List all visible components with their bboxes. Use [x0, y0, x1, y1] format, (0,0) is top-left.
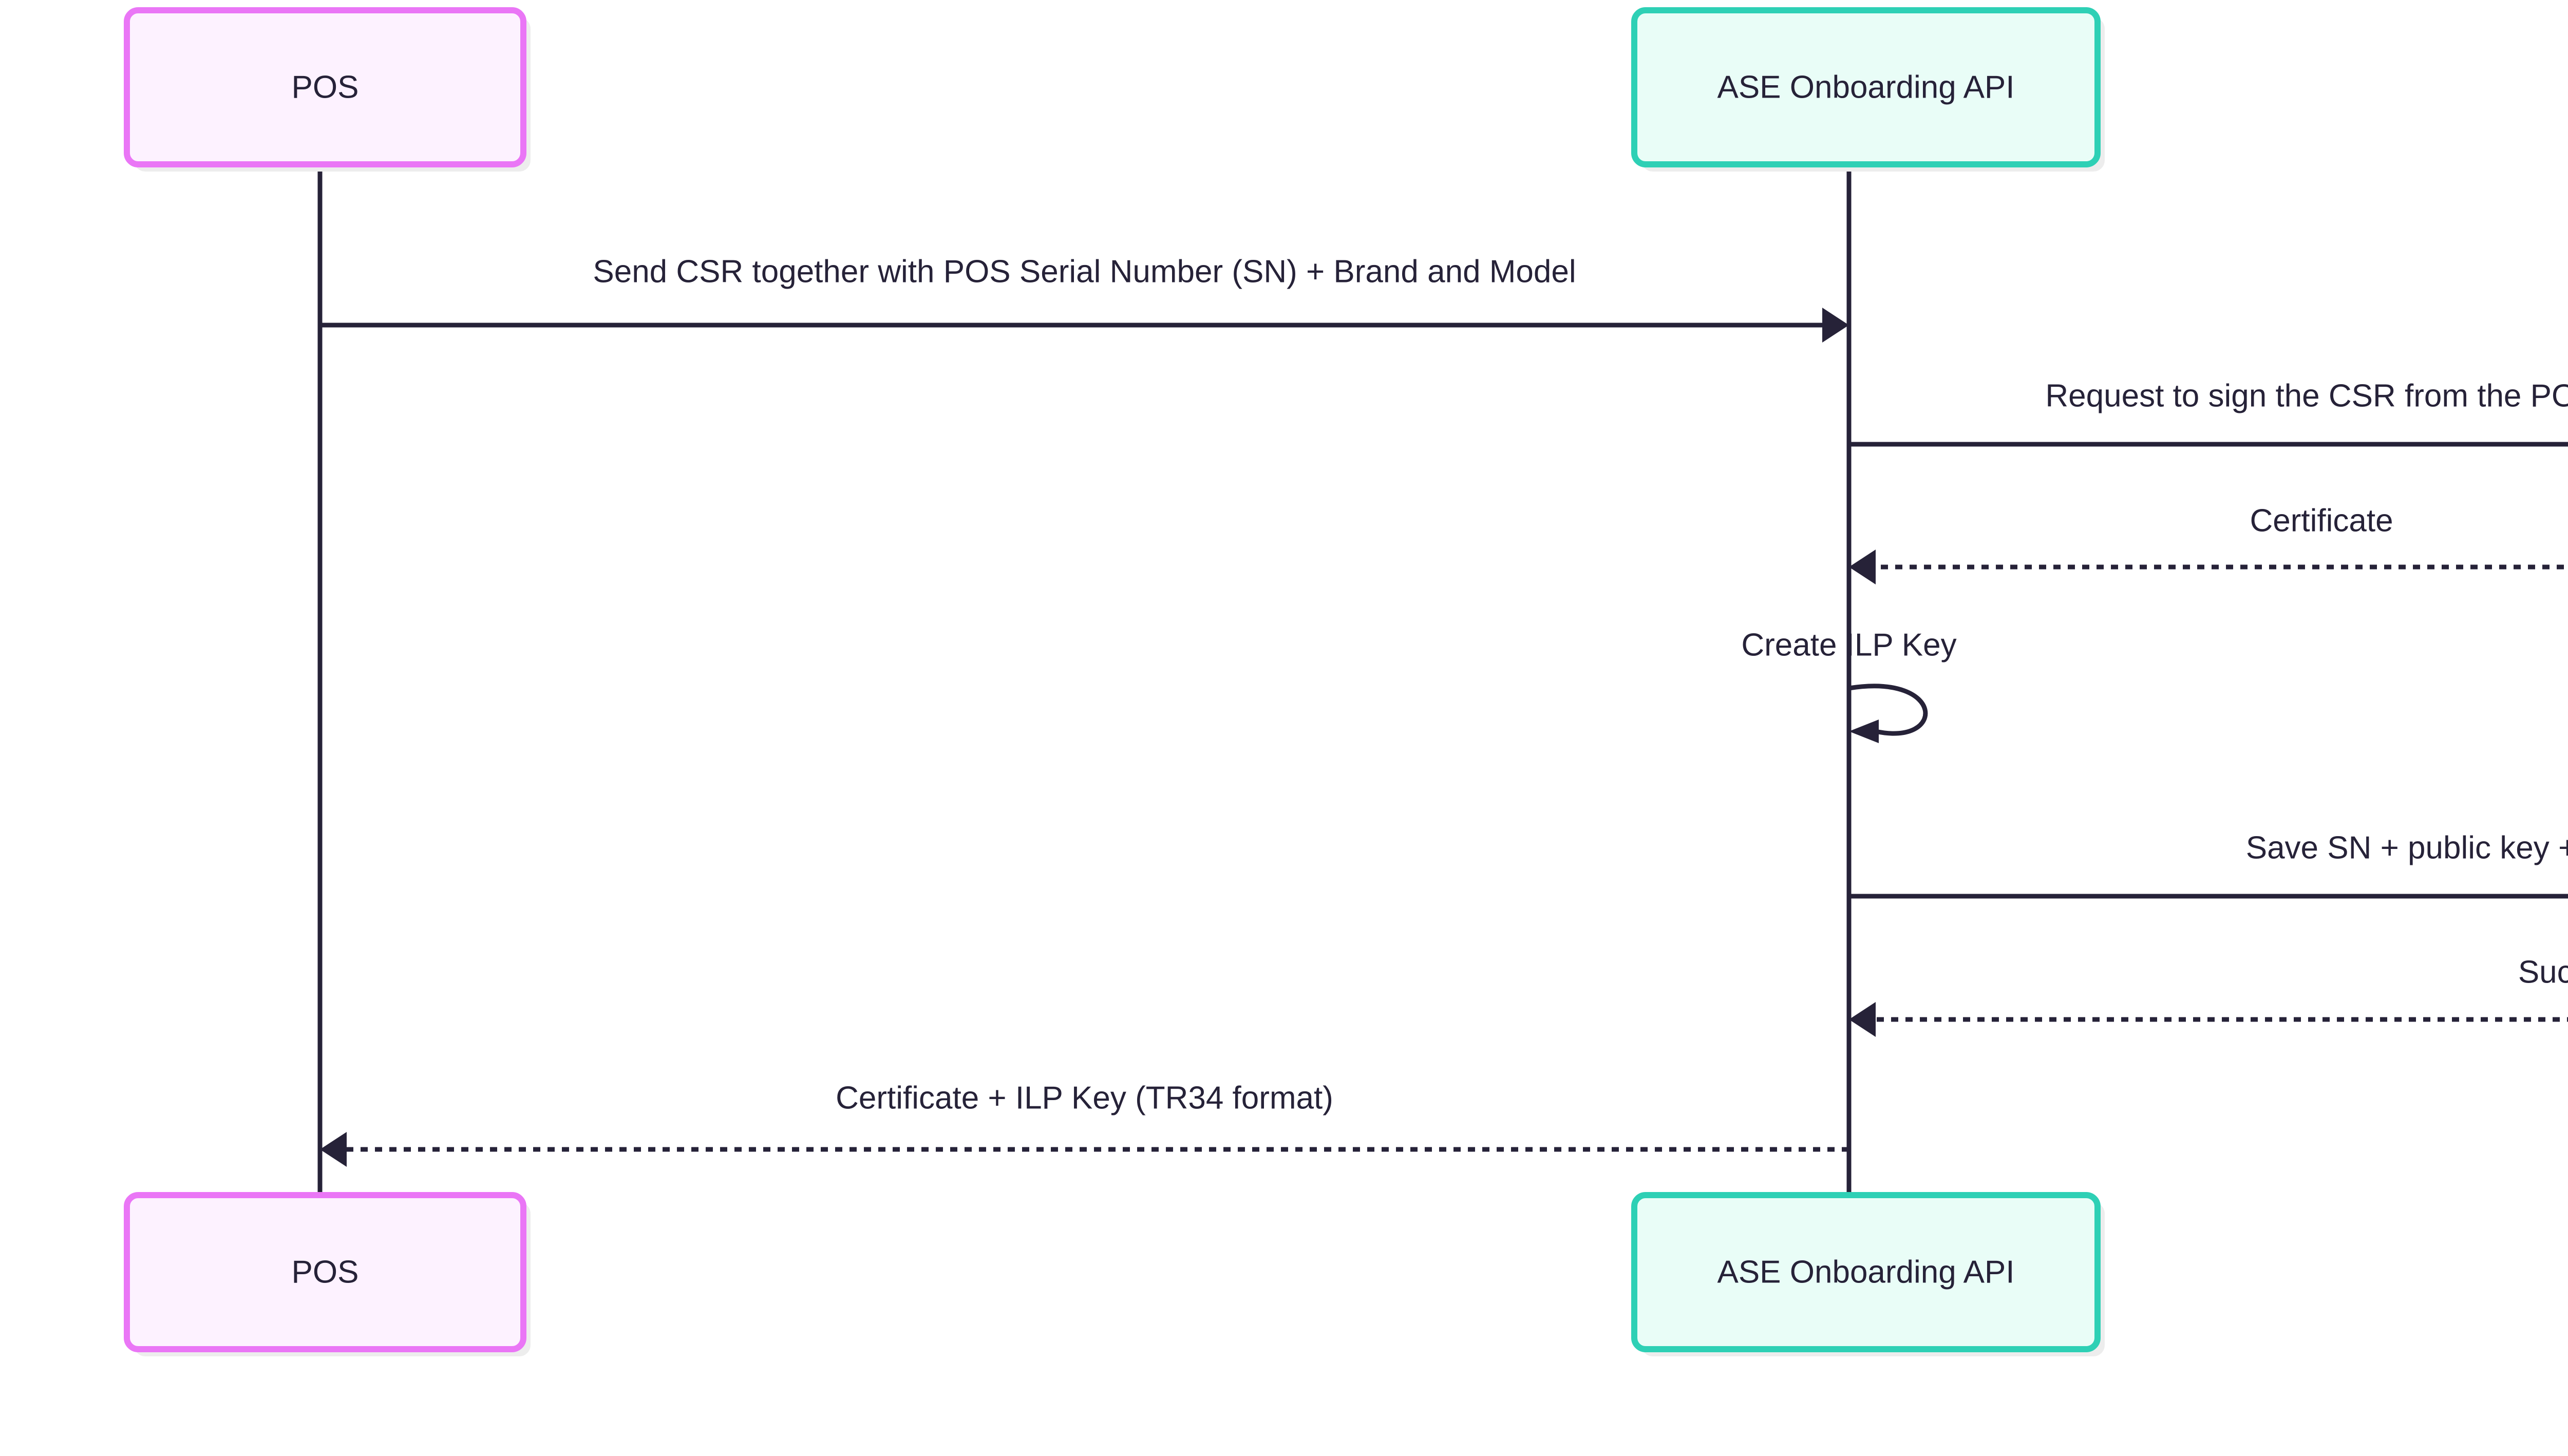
message-label: Certificate + ILP Key (TR34 format): [836, 1080, 1333, 1115]
message-label: Success: [2518, 954, 2568, 990]
message-label: Create ILP Key: [1741, 627, 1956, 663]
actor-label-ase-onboarding-api: ASE Onboarding API: [1717, 69, 2014, 105]
message-msg-6[interactable]: Success: [1849, 954, 2568, 1037]
actor-box-rect: [124, 1192, 526, 1352]
message-msg-4[interactable]: Create ILP Key: [1741, 627, 1957, 743]
message-label: Certificate: [2250, 503, 2393, 538]
message-msg-7[interactable]: Certificate + ILP Key (TR34 format): [320, 1080, 1849, 1167]
actor-box-rect: [124, 7, 526, 167]
message-label: Send CSR together with POS Serial Number…: [593, 254, 1576, 289]
message-msg-2[interactable]: Request to sign the CSR from the POS: [1849, 378, 2568, 462]
actor-box-ase-onboarding-api-top[interactable]: ASE Onboarding API: [1631, 7, 2105, 172]
message-msg-5[interactable]: Save SN + public key + ILP Key (Terminal…: [1849, 830, 2568, 914]
actor-label-pos: POS: [292, 69, 359, 105]
actor-label-pos: POS: [292, 1254, 359, 1290]
arrow-head: [1849, 1002, 1876, 1037]
arrow-head: [1849, 550, 1876, 584]
actor-box-pos-bottom[interactable]: POS: [124, 1192, 531, 1356]
message-label: Save SN + public key + ILP Key (Terminal…: [2246, 830, 2568, 865]
actor-box-ase-onboarding-api-bottom[interactable]: ASE Onboarding API: [1631, 1192, 2105, 1356]
arrow-head: [320, 1132, 347, 1167]
actor-box-rect: [1631, 7, 2101, 167]
message-msg-3[interactable]: Certificate: [1849, 503, 2568, 584]
actor-box-pos-top[interactable]: POS: [124, 7, 531, 172]
message-msg-1[interactable]: Send CSR together with POS Serial Number…: [320, 254, 1849, 343]
actor-label-ase-onboarding-api: ASE Onboarding API: [1717, 1254, 2014, 1290]
actor-box-rect: [1631, 1192, 2101, 1352]
arrow-head: [1822, 308, 1849, 343]
arrow-head: [1849, 720, 1879, 743]
message-label: Request to sign the CSR from the POS: [2045, 378, 2568, 413]
self-loop-path: [1848, 684, 1928, 736]
